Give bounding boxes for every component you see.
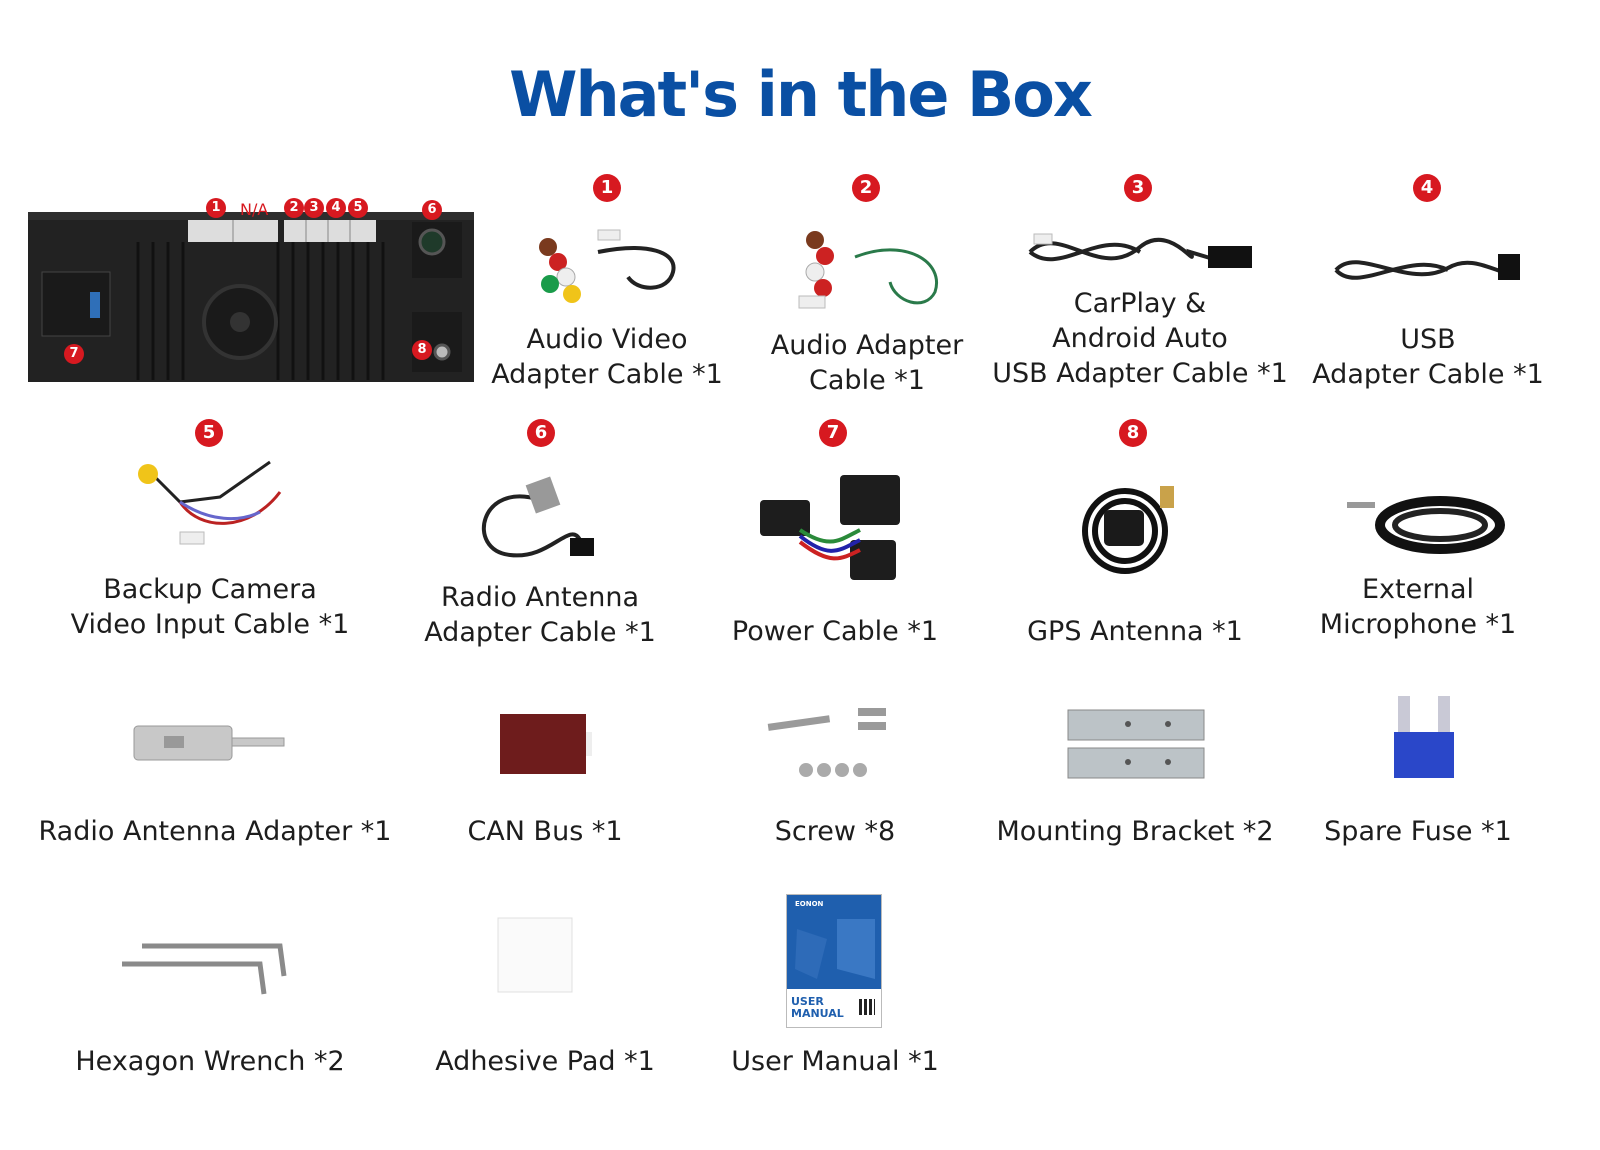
item-number-6: 6 [527, 419, 555, 447]
item-label-antenna-adapter: Radio Antenna Adapter *1 [38, 816, 392, 847]
spare-fuse-image [1394, 696, 1454, 778]
item-number-7: 7 [819, 419, 847, 447]
radio-antenna-cable-image [482, 476, 594, 558]
port-marker-1: 1 [206, 198, 226, 218]
usb-adapter-cable-image [1334, 254, 1520, 280]
manual-title-line2: MANUAL [791, 1007, 844, 1020]
page-title: What's in the Box [509, 58, 1093, 131]
head-unit-rear-panel: 1 N/A 2 3 4 5 6 7 8 [28, 198, 484, 390]
radio-antenna-adapter-image [133, 725, 285, 761]
port-marker-5: 5 [348, 198, 368, 218]
manual-brand: EONON [795, 900, 824, 908]
hex-wrench-image [122, 943, 287, 995]
external-microphone-image [1347, 496, 1505, 554]
item-label-can-bus: CAN Bus *1 [467, 816, 623, 847]
item-number-1: 1 [593, 174, 621, 202]
user-manual-image: EONON USER MANUAL [786, 894, 882, 1028]
port-marker-3: 3 [304, 198, 324, 218]
item-number-3: 3 [1124, 174, 1152, 202]
item-label-wrench: Hexagon Wrench *2 [75, 1046, 345, 1077]
backup-camera-cable-image [138, 460, 282, 545]
qr-code-icon [859, 999, 875, 1015]
item-label-screw: Screw *8 [774, 816, 896, 847]
port-marker-4: 4 [326, 198, 346, 218]
can-bus-image [500, 714, 592, 774]
port-marker-2: 2 [284, 198, 304, 218]
item-label-bracket: Mounting Bracket *2 [996, 816, 1274, 847]
item-number-4: 4 [1413, 174, 1441, 202]
item-label-manual: User Manual *1 [731, 1046, 939, 1077]
gps-antenna-image [1082, 486, 1174, 574]
mounting-bracket-image [1067, 709, 1205, 779]
adhesive-pad-image [497, 917, 573, 993]
item-label-8: GPS Antenna *1 [1027, 616, 1243, 647]
power-cable-image [760, 475, 900, 580]
port-marker-na: N/A [240, 200, 269, 219]
item-number-8: 8 [1119, 419, 1147, 447]
item-label-adhesive: Adhesive Pad *1 [435, 1046, 655, 1077]
audio-adapter-cable-image [798, 231, 938, 309]
port-marker-7: 7 [64, 344, 84, 364]
port-marker-8: 8 [412, 340, 432, 360]
screws-image [767, 708, 886, 777]
item-label-fuse: Spare Fuse *1 [1324, 816, 1512, 847]
manual-cover-graphic [795, 919, 875, 979]
carplay-usb-cable-image [1028, 233, 1252, 268]
manual-title-line1: USER [791, 995, 824, 1008]
head-unit-image [28, 212, 474, 382]
port-marker-6: 6 [422, 200, 442, 220]
item-number-5: 5 [195, 419, 223, 447]
item-number-2: 2 [852, 174, 880, 202]
item-label-7: Power Cable *1 [731, 616, 939, 647]
audio-video-cable-image [539, 229, 676, 303]
